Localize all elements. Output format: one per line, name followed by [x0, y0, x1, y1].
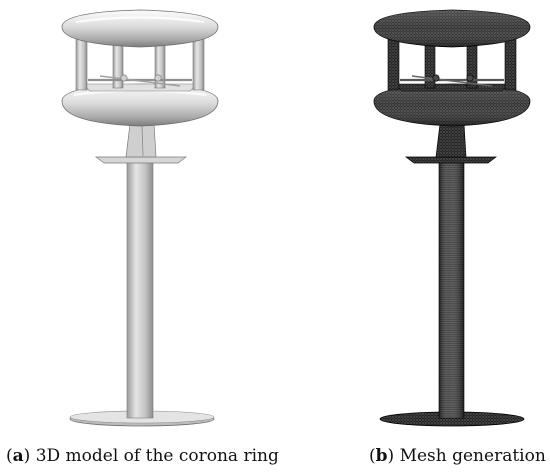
- panel-b-mesh: [373, 9, 531, 427]
- upper-corona-ring: [61, 9, 219, 48]
- flange-plate: [94, 156, 188, 164]
- support-pole: [126, 159, 154, 419]
- post-4: [192, 35, 205, 91]
- figure-canvas: [61, 9, 531, 427]
- mount-bracket: [125, 123, 157, 158]
- caption-a-prefix: (: [6, 446, 13, 466]
- mesh-post-1: [387, 35, 400, 91]
- caption-b-prefix: (: [369, 446, 376, 466]
- mesh-flange-plate: [404, 156, 498, 164]
- caption-a-letter: a: [12, 446, 24, 466]
- caption-panel-b: (b) Mesh generation: [369, 444, 546, 468]
- panel-a-model: [61, 9, 219, 427]
- post-1: [75, 35, 88, 91]
- caption-panel-a: (a) 3D model of the corona ring: [6, 444, 279, 468]
- caption-b-letter: b: [375, 446, 388, 466]
- caption-b-text: ) Mesh generation: [387, 446, 546, 466]
- mesh-post-4: [504, 35, 517, 91]
- mesh-mount-bracket: [435, 123, 467, 158]
- caption-a-text: ) 3D model of the corona ring: [23, 446, 279, 466]
